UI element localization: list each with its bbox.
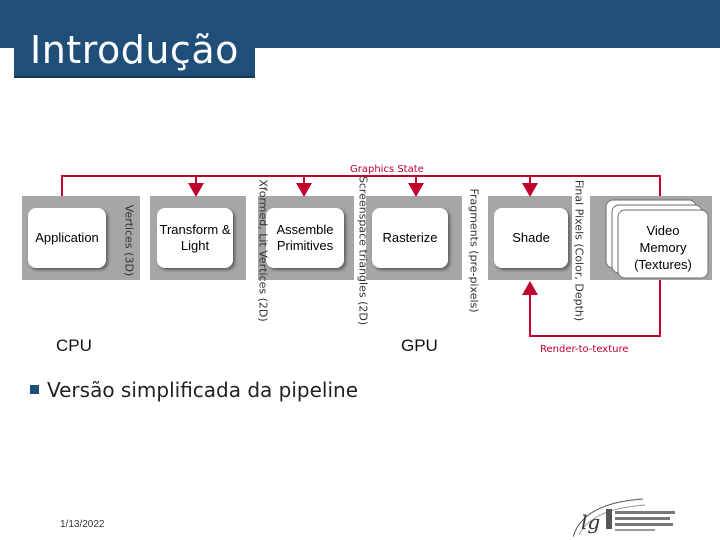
title-box xyxy=(14,20,255,78)
video-memory-stack-1 xyxy=(617,209,709,279)
bullet-square-icon xyxy=(30,385,39,394)
svg-text:lg: lg xyxy=(581,510,600,534)
state-bus xyxy=(61,175,661,196)
render-to-texture-loop xyxy=(522,280,661,337)
cpu-label: CPU xyxy=(56,336,92,355)
flow-fragments: Fragments (pre-pixels) xyxy=(467,188,481,313)
stage-application: Application xyxy=(28,208,106,268)
flow-vertices: Vertices (3D) xyxy=(122,204,136,277)
slide-title: Introdução xyxy=(30,28,239,72)
flow-screenspace-triangles: Screenspace triangles (2D) xyxy=(356,175,370,326)
flow-final-pixels: Final Pixels (Color, Depth) xyxy=(572,179,586,322)
lab-logo: lg xyxy=(573,498,675,537)
stage-video-memory: Video Memory (Textures) xyxy=(634,223,692,272)
stage-assemble-primitives: Assemble Primitives xyxy=(266,208,344,268)
graphics-state-label: Graphics State xyxy=(350,164,424,175)
gpu-label: GPU xyxy=(401,336,438,355)
render-to-texture-label: Render-to-texture xyxy=(540,344,629,355)
bullet-item: Versão simplificada da pipeline xyxy=(30,378,358,402)
flow-xformed-vertices: Xformed, Lit Vertices (2D) xyxy=(256,179,270,322)
stage-shade: Shade xyxy=(494,208,568,268)
stage-transform-light: Transform & Light xyxy=(157,208,233,268)
bullet-text: Versão simplificada da pipeline xyxy=(47,378,359,402)
stage-rasterize: Rasterize xyxy=(372,208,448,268)
slide-date: 1/13/2022 xyxy=(60,519,105,530)
